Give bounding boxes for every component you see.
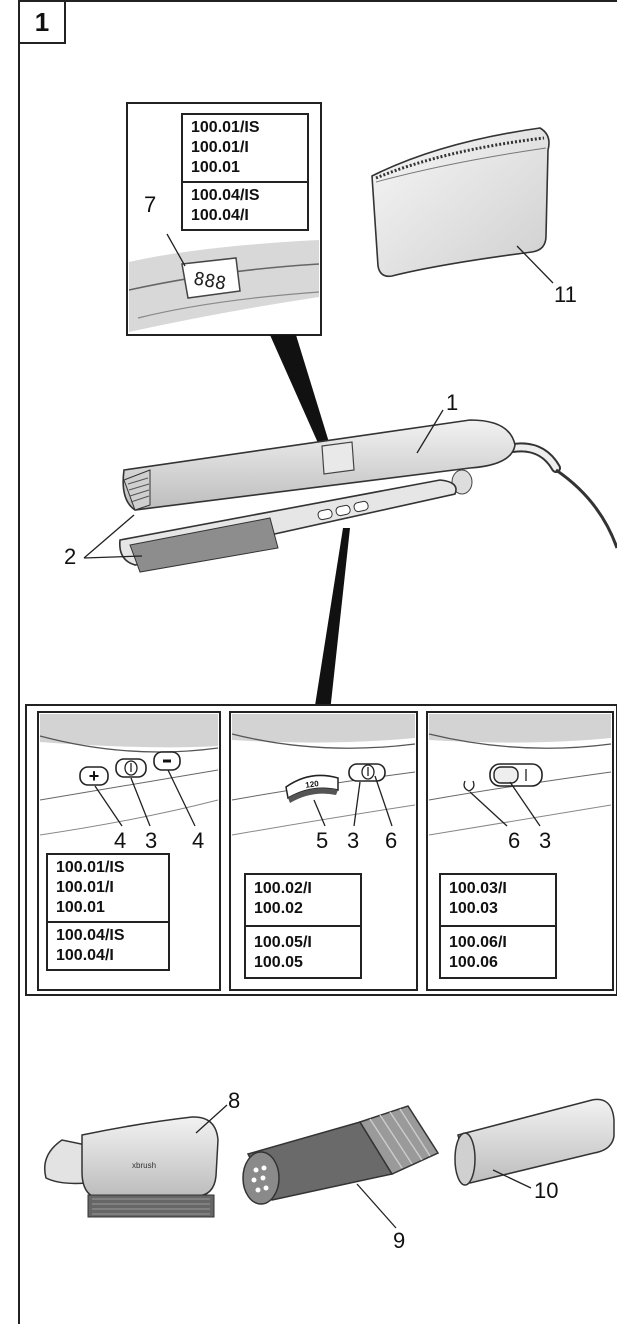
indicator-light-icon — [463, 780, 475, 792]
model-group-2: 100.06/I 100.06 — [441, 925, 555, 977]
plus-button[interactable]: + — [79, 766, 109, 786]
model-group-1: 100.03/I 100.03 — [441, 875, 555, 925]
model-number: 100.02/I — [254, 880, 312, 897]
brush-label: xbrush — [132, 1161, 156, 1170]
callout-6-indicator-3: 6 — [508, 828, 521, 853]
page-frame-left — [18, 0, 20, 1324]
model-number: 100.01/IS — [191, 119, 260, 136]
model-number: 100.01/IS — [56, 859, 125, 876]
storage-pouch — [371, 127, 550, 278]
callout-5-dial: 5 — [316, 828, 329, 853]
model-number: 100.04/I — [191, 207, 249, 224]
callout-9: 9 — [393, 1228, 406, 1253]
page-frame-top — [18, 0, 617, 2]
callout-3-power: 3 — [145, 828, 158, 853]
svg-text:+: + — [89, 766, 100, 786]
callout-10: 10 — [534, 1178, 559, 1203]
model-number: 100.04/IS — [56, 927, 125, 944]
slide-switch[interactable] — [489, 763, 543, 787]
model-number: 100.05 — [254, 954, 303, 971]
temperature-dial[interactable]: 120 — [285, 774, 339, 803]
model-number: 100.04/I — [56, 947, 114, 964]
callout-7: 7 — [144, 192, 157, 217]
panel-3-controls — [428, 714, 612, 836]
model-number: 100.01/I — [191, 139, 249, 156]
minus-button[interactable] — [153, 751, 181, 771]
callout-2: 2 — [64, 544, 77, 569]
model-number: 100.02 — [254, 900, 303, 917]
model-number: 100.04/IS — [191, 187, 260, 204]
callout-6-indicator: 6 — [385, 828, 398, 853]
model-group-2: 100.05/I 100.05 — [246, 925, 360, 977]
brush-attachment: xbrush — [44, 1116, 219, 1218]
model-number: 100.06 — [449, 954, 498, 971]
digital-display: 888 — [181, 257, 241, 299]
model-group-2: 100.04/IS 100.04/I — [48, 921, 168, 969]
zoom-cone-bottom — [314, 528, 350, 712]
model-list-top: 100.01/IS 100.01/I 100.01 100.04/IS 100.… — [181, 113, 309, 231]
power-button[interactable] — [115, 758, 147, 778]
protective-cap — [454, 1098, 615, 1186]
model-number: 100.03/I — [449, 880, 507, 897]
model-list-panel-1: 100.01/IS 100.01/I 100.01 100.04/IS 100.… — [46, 853, 170, 971]
model-group-1: 100.01/IS 100.01/I 100.01 — [183, 115, 307, 181]
callout-3-switch: 3 — [539, 828, 552, 853]
callout-1: 1 — [446, 390, 459, 415]
callout-4-plus: 4 — [114, 828, 127, 853]
model-number: 100.03 — [449, 900, 498, 917]
callout-8: 8 — [228, 1088, 241, 1113]
diffuser-attachment — [242, 1105, 440, 1205]
model-number: 100.06/I — [449, 934, 507, 951]
model-list-panel-2: 100.02/I 100.02 100.05/I 100.05 — [244, 873, 362, 979]
model-number: 100.05/I — [254, 934, 312, 951]
callout-11: 11 — [554, 282, 577, 307]
model-number: 100.01 — [191, 159, 240, 176]
hair-straightener — [118, 419, 617, 573]
power-button-2[interactable] — [348, 763, 386, 782]
callout-3-power-2: 3 — [347, 828, 360, 853]
zoom-cone-top — [270, 335, 332, 452]
model-number: 100.01/I — [56, 879, 114, 896]
model-list-panel-3: 100.03/I 100.03 100.06/I 100.06 — [439, 873, 557, 979]
model-group-1: 100.02/I 100.02 — [246, 875, 360, 925]
dial-value: 120 — [305, 779, 320, 790]
callout-4-minus: 4 — [192, 828, 205, 853]
panel-1-controls — [39, 714, 219, 836]
model-group-1: 100.01/IS 100.01/I 100.01 — [48, 855, 168, 921]
model-group-2: 100.04/IS 100.04/I — [183, 181, 307, 229]
model-number: 100.01 — [56, 899, 105, 916]
figure-number: 1 — [20, 2, 66, 44]
